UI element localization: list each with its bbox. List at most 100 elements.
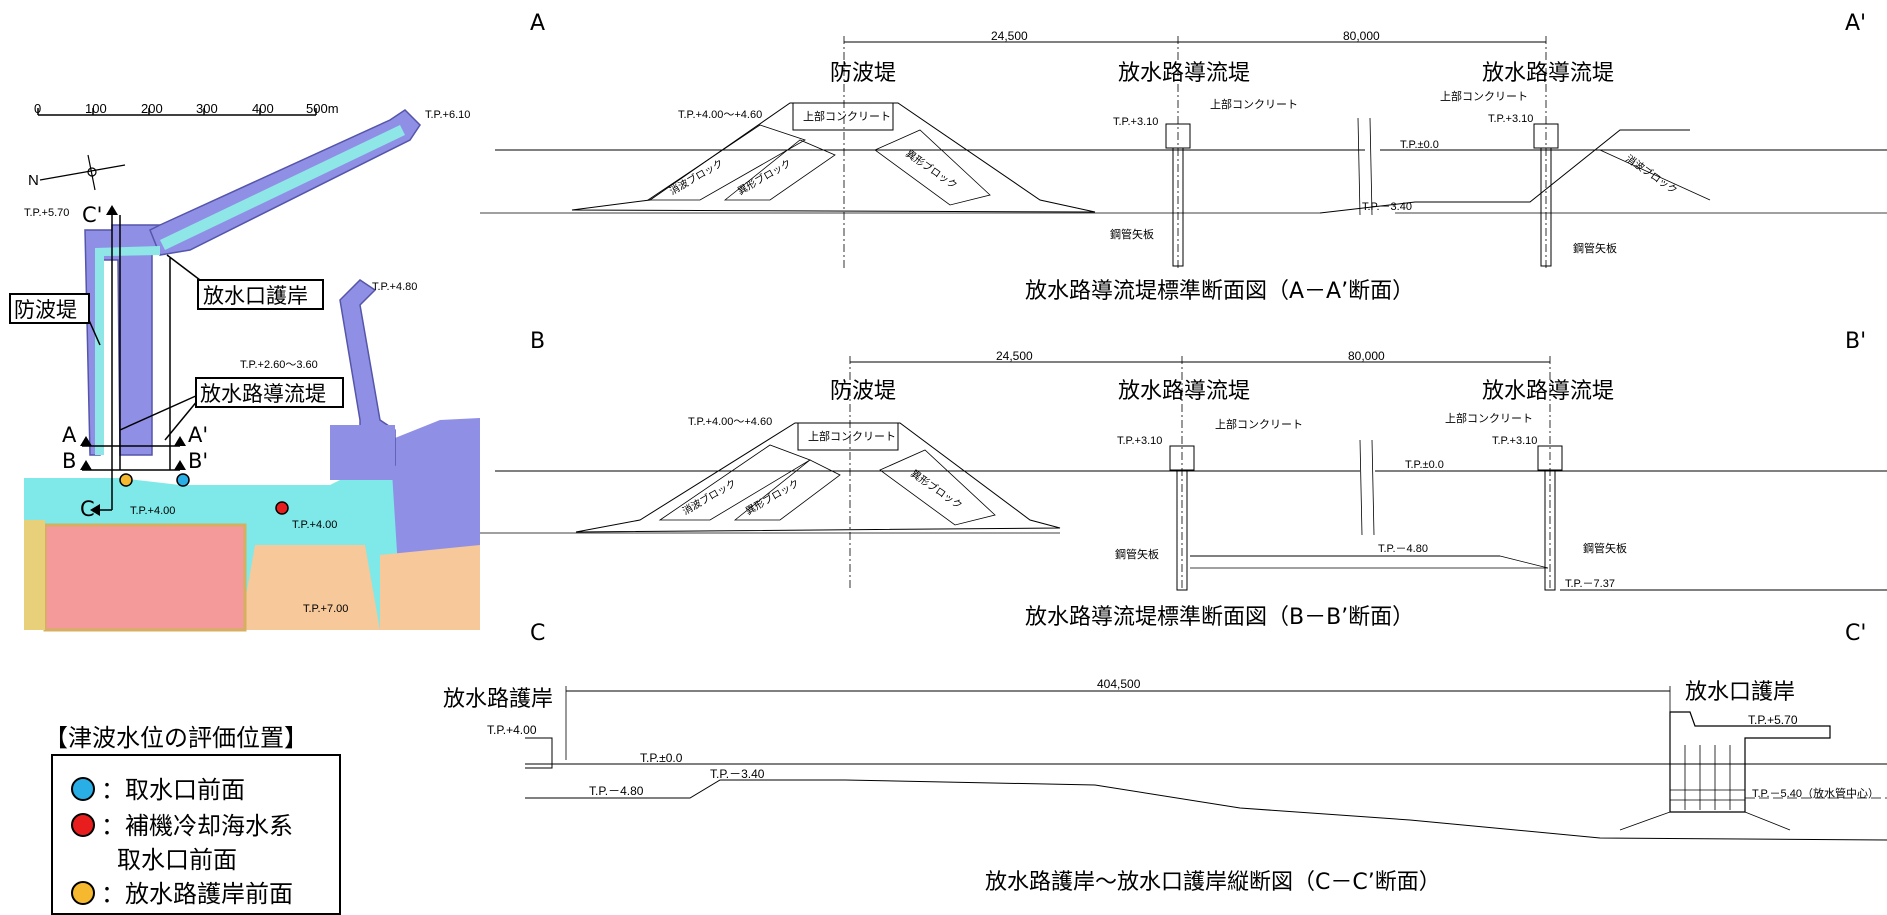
- arrow-a: [80, 436, 92, 446]
- arrow-a2: [174, 436, 186, 446]
- bb-elev-310b: T.P.+3.10: [1492, 435, 1537, 447]
- callout-breakwater: 防波堤: [14, 298, 77, 322]
- bb-dim1: 24,500: [996, 349, 1033, 363]
- tan-area-2: [240, 545, 380, 630]
- bb-upper-concrete-label: 上部コンクリート: [808, 429, 896, 443]
- bb-caption: 放水路導流堤標準断面図（B－B’断面）: [1025, 605, 1414, 630]
- callout-outfall: 放水口護岸: [203, 284, 308, 308]
- aa-block2-label: 異形ブロック: [735, 156, 793, 197]
- pier-base: [330, 425, 395, 480]
- map-elev-700: T.P.+7.00: [303, 603, 348, 615]
- cc-elev-540: T.P.－5.40（放水管中心）: [1752, 786, 1879, 800]
- map-elev-610: T.P.+6.10: [425, 109, 470, 121]
- callout-outfall-box: [197, 279, 324, 310]
- aa-block3-label: 異形ブロック: [903, 147, 960, 192]
- legend-item-intake: ：取水口前面: [71, 770, 245, 805]
- corner-c2: C': [1845, 621, 1866, 646]
- shore-strip: [24, 520, 45, 630]
- map-elev-range: T.P.+2.60～3.60: [240, 359, 318, 371]
- cc-dim: 404,500: [1097, 677, 1141, 691]
- legend-item-aux-label: ：補機冷却海水系: [101, 812, 293, 840]
- breakwater-arm-inner: [160, 125, 405, 250]
- arrow-c: [90, 504, 100, 516]
- callout-breakwater-box: [9, 293, 90, 324]
- site-map: 0 100 200 300 400 500m N T.P.+6.10 T.P.+…: [24, 101, 480, 632]
- aa-upper-concrete2: 上部コンクリート: [1210, 97, 1298, 111]
- bb-upper-concrete: [797, 422, 899, 451]
- outfall-point: [119, 473, 133, 487]
- mark-b: B: [62, 449, 76, 473]
- scale-tick-0: 0: [34, 101, 41, 116]
- map-elev-400a: T.P.+4.00: [130, 505, 175, 517]
- bb-elev-bottom: T.P.－4.80: [1378, 543, 1428, 555]
- arrow-c2: [106, 205, 118, 215]
- aa-break-mark-2: [1369, 117, 1373, 216]
- legend-box: ：取水口前面 ：補機冷却海水系 取水口前面 ：放水路護岸前面: [51, 754, 341, 915]
- red-dot-icon: [71, 813, 95, 837]
- plant-area: [43, 523, 247, 632]
- cc-elev-480: T.P.－4.80: [589, 784, 644, 798]
- legend-item-aux-label-2: 取水口前面: [117, 846, 237, 874]
- arrow-b: [80, 460, 92, 470]
- intake-point: [176, 473, 190, 487]
- callout-leader-outfall: [166, 254, 201, 281]
- cc-label-right: 放水口護岸: [1685, 680, 1795, 705]
- aa-elev-00: T.P.±0.0: [1400, 139, 1439, 151]
- bb-upper-concrete2: 上部コンクリート: [1215, 417, 1303, 431]
- bb-label-breakwater: 防波堤: [830, 379, 896, 404]
- north-label: N: [28, 172, 39, 189]
- bb-block3-label: 異形ブロック: [908, 467, 965, 512]
- arrow-b2: [174, 460, 186, 470]
- bb-elev-310a: T.P.+3.10: [1117, 435, 1162, 447]
- scale-ticks-lines: [37, 108, 317, 115]
- legend-title: 【津波水位の評価位置】: [44, 724, 308, 752]
- aa-upper-concrete: [792, 102, 894, 131]
- cc-outfall-grid: [1670, 745, 1745, 810]
- aa-label-breakwater: 防波堤: [830, 61, 896, 86]
- mark-a2: A': [188, 423, 208, 447]
- yellow-dot-icon: [71, 881, 95, 905]
- north-arrow-icon: [39, 154, 126, 191]
- map-elev-570: T.P.+5.70: [24, 207, 69, 219]
- legend-item-aux-2: 取水口前面: [117, 840, 237, 875]
- aa-elev-310b: T.P.+3.10: [1488, 113, 1533, 125]
- callout-channel-box: [195, 377, 344, 408]
- legend-item-outfall: ：放水路護岸前面: [71, 874, 293, 909]
- scale-tick-200: 200: [141, 101, 163, 116]
- cc-outfall-base: [1619, 811, 1791, 831]
- cc-label-left: 放水路護岸: [443, 687, 553, 712]
- callout-leader-channel2: [164, 399, 199, 441]
- bb-elev-crest: T.P.+4.00～+4.60: [688, 416, 772, 428]
- aa-block-2: [723, 139, 836, 201]
- mark-a: A: [62, 423, 77, 447]
- channel-inner: [95, 246, 160, 455]
- mark-c: C: [80, 497, 95, 521]
- bb-upper-concrete3: 上部コンクリート: [1445, 411, 1533, 425]
- corner-b: B: [530, 329, 545, 354]
- aa-break-mark: [1357, 117, 1361, 216]
- bb-elev-bottom2: T.P.－7.37: [1565, 578, 1615, 590]
- bb-break-mark: [1359, 439, 1363, 536]
- bb-dim2: 80,000: [1348, 349, 1385, 363]
- aa-block4-label: 消波ブロック: [1623, 152, 1680, 197]
- cc-caption: 放水路護岸～放水口護岸縦断図（C－C’断面）: [985, 870, 1441, 895]
- aa-pile1: [1172, 147, 1184, 267]
- legend-item-outfall-label: ：放水路護岸前面: [101, 880, 293, 908]
- cc-seabed: [525, 779, 1887, 841]
- aa-elev-310a: T.P.+3.10: [1113, 116, 1158, 128]
- tan-area: [380, 545, 480, 630]
- scale-tick-500: 500m: [306, 101, 339, 116]
- bb-break-mark-2: [1371, 439, 1375, 536]
- aa-right-slope: [1319, 129, 1690, 214]
- cc-elev-400: T.P.+4.00: [487, 723, 537, 737]
- section-cc: C C' 放水路護岸 放水口護岸 404,500 T.P.+4.00 T.P.±…: [443, 621, 1887, 895]
- section-aa: A A' 24,500 80,000 防波堤 放水路導流堤 放水路導流堤 T.P…: [480, 11, 1887, 304]
- corner-a2: A': [1845, 11, 1866, 36]
- callout-channel: 放水路導流堤: [200, 382, 326, 406]
- aux-intake-point: [275, 501, 289, 515]
- aa-block-3: [874, 129, 991, 206]
- cc-elev-570: T.P.+5.70: [1748, 713, 1798, 727]
- bb-breakwater-body: [575, 422, 1061, 533]
- corner-b2: B': [1845, 329, 1866, 354]
